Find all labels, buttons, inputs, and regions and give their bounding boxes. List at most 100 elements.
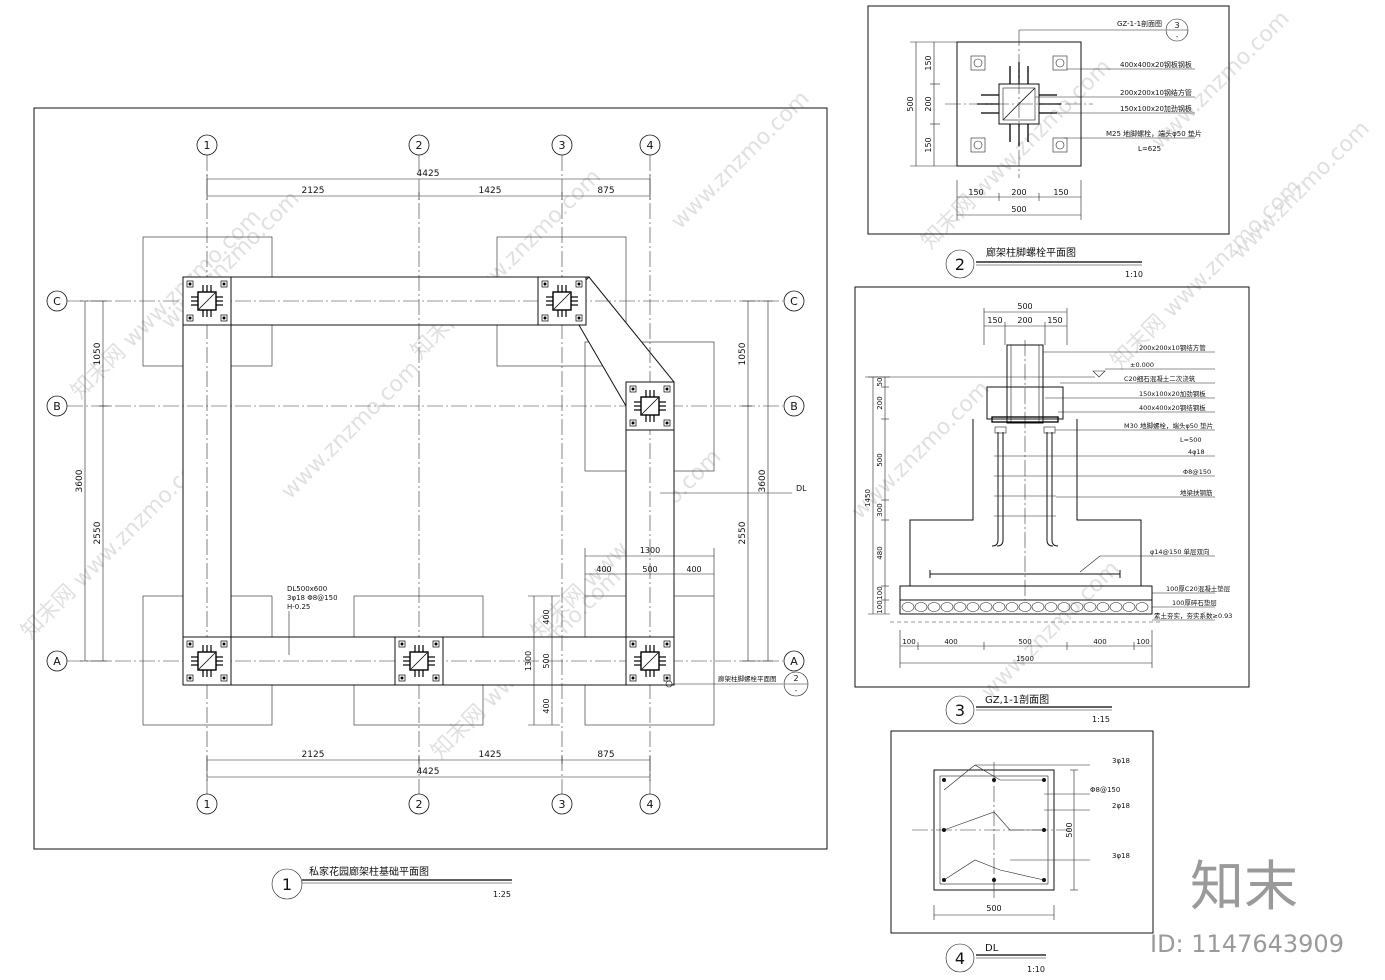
axis-label-x: 3 <box>559 798 566 811</box>
d4-label-3: 2φ18 <box>1112 802 1130 810</box>
brand-logo: 知末 <box>1190 855 1298 918</box>
d2-dim-v-3: 150 <box>924 137 933 152</box>
d3-label-8: 4φ18 <box>1188 448 1205 456</box>
column-plate <box>625 636 675 686</box>
d2-dim-v-total: 500 <box>906 96 915 111</box>
d3-label-3: C20细石混凝土二次浇筑 <box>1124 374 1196 383</box>
axis-bubble-C <box>46 290 68 312</box>
axis-bubble-C <box>783 290 805 312</box>
axis-label-x: 2 <box>416 798 423 811</box>
d3-top-3: 150 <box>1047 316 1062 325</box>
dim-bot-total: 4425 <box>417 767 440 777</box>
dim-left-total: 3600 <box>75 469 85 492</box>
d3-label-6: M30 地脚螺栓，端头φ50 垫片 <box>1124 421 1213 430</box>
axis-bubble-B <box>46 395 68 417</box>
d3-dim-v-3: 500 <box>876 453 884 466</box>
dim-right <box>742 300 773 662</box>
axis-label-x: 1 <box>204 139 211 152</box>
d4-title: DL <box>985 943 999 954</box>
dim-left-2: 2550 <box>93 521 103 544</box>
d3-label-5: 400x400x20钢结钢板 <box>1139 403 1206 412</box>
d3-label-12: 100厚C20混凝土垫层 <box>1166 584 1231 593</box>
d4-label-1: 3φ18 <box>1112 757 1130 765</box>
axis-label-y: C <box>53 295 61 308</box>
column-plate <box>537 276 587 326</box>
axis-label-y: A <box>790 655 798 668</box>
scale-1: 1:25 <box>493 890 511 899</box>
d4-scale: 1:10 <box>1027 965 1045 974</box>
d3-label-7: L=500 <box>1180 436 1201 444</box>
axis-label-x: 3 <box>559 139 566 152</box>
axis-bubble-B <box>783 395 805 417</box>
found-h-2: 500 <box>642 565 657 574</box>
watermark-text: www.znzmo.com <box>1227 116 1375 264</box>
d3-label-4: 150x100x20加劲钢板 <box>1139 389 1206 398</box>
axis-bubble-A <box>46 650 68 672</box>
d2-dim-h-3: 150 <box>1053 188 1068 197</box>
d3-dim-v-2: 200 <box>876 396 884 409</box>
d2-label-1: 400x400x20钢板钢板 <box>1120 60 1192 69</box>
dim-right-1: 1050 <box>738 342 748 365</box>
d4-label-2: Φ8@150 <box>1090 786 1120 794</box>
d2-scale: 1:10 <box>1125 270 1143 279</box>
axis-bubble-2 <box>408 793 430 815</box>
found-dim-v <box>528 595 560 726</box>
dim-top-total: 4425 <box>417 169 440 179</box>
d3-dim-h-2: 400 <box>944 638 957 646</box>
callout-sheet: - <box>795 687 798 695</box>
axis-bubble-1 <box>196 134 218 156</box>
beam-label: DL <box>796 484 807 493</box>
dim-right-total: 3600 <box>758 469 768 492</box>
d3-title: GZ,1-1剖面图 <box>985 693 1049 706</box>
dim-left-1: 1050 <box>93 342 103 365</box>
d2-num: 2 <box>955 255 965 274</box>
d2-label-4: M25 地脚螺栓，端头φ50 垫片 <box>1106 129 1202 138</box>
dim-left <box>80 300 110 662</box>
beam-section-detail: 3φ18 Φ8@150 2φ18 3φ18 500 500 4 DL 1:10 <box>890 730 1154 974</box>
d2-title: 廊架柱脚螺栓平面图 <box>986 246 1076 259</box>
axis-bubble-A <box>783 650 805 672</box>
d3-label-9: Φ8@150 <box>1183 468 1211 476</box>
callout-num: 2 <box>793 674 798 683</box>
d4-num: 4 <box>955 949 965 968</box>
found-v-2: 500 <box>542 653 551 668</box>
d3-dim-v-7: 100 <box>876 600 884 613</box>
d3-label-11: φ14@150 单层双向 <box>1150 547 1210 556</box>
axis-label-x: 1 <box>204 798 211 811</box>
found-v-3: 400 <box>542 698 551 713</box>
axis-bubble-2 <box>408 134 430 156</box>
found-h-3: 400 <box>686 565 701 574</box>
title-bubble-1 <box>271 868 303 900</box>
d3-dim-h-1: 100 <box>902 638 915 646</box>
d3-dim-h-5: 100 <box>1136 638 1149 646</box>
found-h-total: 1300 <box>640 546 660 555</box>
watermark-text: www.znzmo.com <box>977 556 1125 704</box>
axis-label-y: B <box>53 400 61 413</box>
title-num-1: 1 <box>282 875 292 894</box>
d3-top-1: 150 <box>987 316 1002 325</box>
d2-dim-h-1: 150 <box>968 188 983 197</box>
axis-bubble-1 <box>196 793 218 815</box>
d4-label-4: 3φ18 <box>1112 852 1130 860</box>
found-h-1: 400 <box>596 565 611 574</box>
axis-bubble-4 <box>639 134 661 156</box>
axis-label-x: 4 <box>647 139 654 152</box>
dim-right-2: 2550 <box>738 521 748 544</box>
axis-label-y: C <box>790 295 798 308</box>
watermark-text: www.znzmo.com <box>277 356 425 504</box>
d2-dim-v-2: 200 <box>924 96 933 111</box>
dim-bot-1: 2125 <box>302 750 325 760</box>
d3-label-1: 200x200x10钢结方管 <box>1139 343 1206 352</box>
found-dim-h <box>584 548 715 596</box>
axis-bubble-4 <box>639 793 661 815</box>
dim-bot-3: 875 <box>597 750 614 760</box>
callout-text: 廊架柱脚螺栓平面图 <box>718 674 777 683</box>
column-plate <box>394 636 444 686</box>
d2-dim-h-total: 500 <box>1011 205 1026 214</box>
found-v-1: 400 <box>542 609 551 624</box>
bolt-plan-detail: 500 150 200 150 150 200 150 500 GZ-1-1剖面… <box>867 5 1230 279</box>
title-1: 私家花园廊架柱基础平面图 <box>309 865 429 878</box>
